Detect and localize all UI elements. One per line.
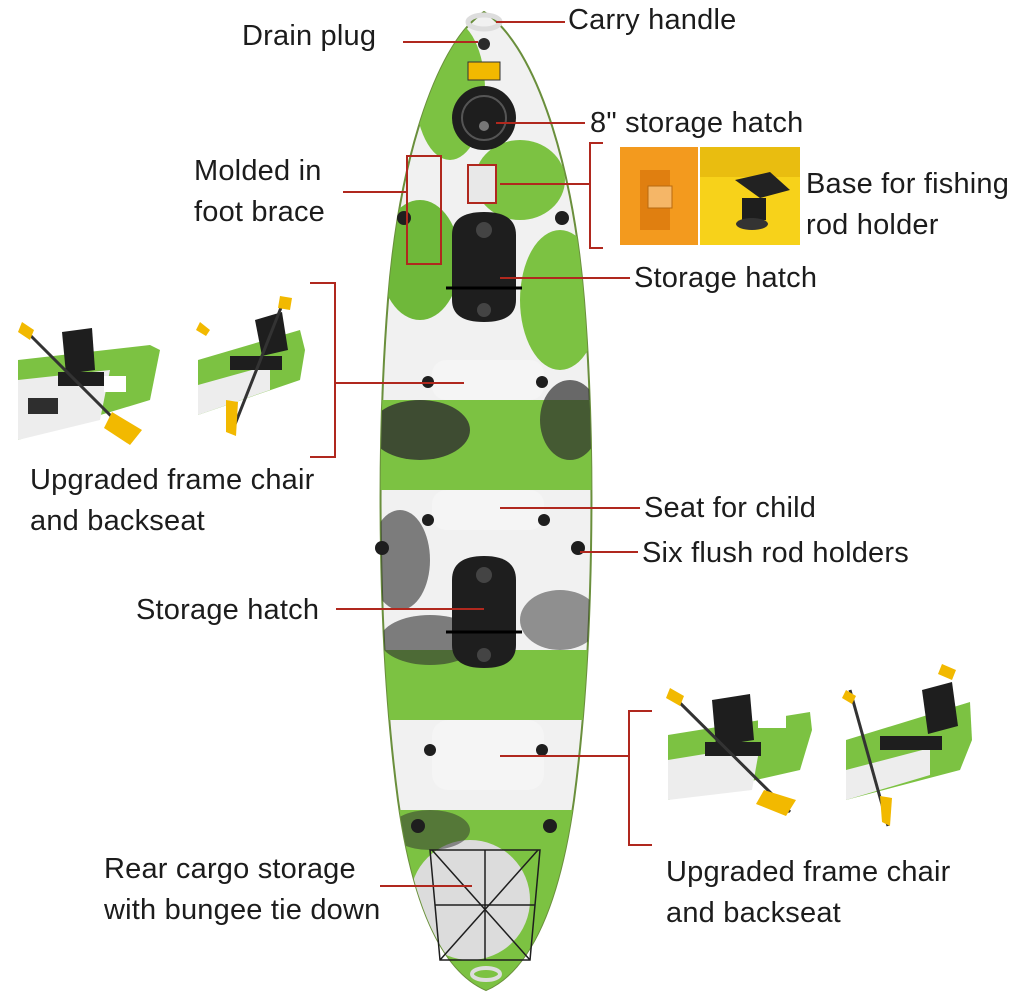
frame-chair-left-label-line2: and backseat — [30, 505, 205, 537]
foot-brace-label-line2: foot brace — [194, 196, 325, 228]
seat-photo-left-2 — [196, 296, 305, 436]
rear-storage-hatch — [446, 556, 522, 668]
drain-plug-label: Drain plug — [242, 20, 377, 52]
frame-chair-left-label-line1: Upgraded frame chair — [30, 464, 315, 496]
foot-brace-label-line1: Molded in — [194, 155, 322, 187]
round-storage-hatch — [452, 86, 516, 150]
leader-lines — [310, 21, 652, 887]
flush-rod-holders-label: Six flush rod holders — [642, 537, 909, 569]
foot-brace-label: Molded in foot brace — [194, 151, 325, 233]
rear-cargo-label: Rear cargo storage with bungee tie down — [104, 849, 380, 931]
frame-chair-left-label: Upgraded frame chair and backseat — [30, 460, 314, 542]
rear-storage-hatch-label: Storage hatch — [136, 594, 320, 626]
rod-holder-base-label-line2: rod holder — [806, 209, 939, 241]
bungee-tie-down — [429, 849, 541, 961]
bow-label-sticker — [467, 61, 501, 81]
stern-handle-icon — [470, 966, 502, 982]
rod-holder-base-plate — [467, 164, 497, 204]
rod-holder-photos — [620, 147, 800, 245]
front-storage-hatch-label: Storage hatch — [634, 262, 818, 294]
frame-chair-right-label-line1: Upgraded frame chair — [666, 856, 951, 888]
rod-holder-base-label-line1: Base for fishing — [806, 168, 1010, 200]
seat-photo-right-2 — [842, 664, 972, 827]
seat-photo-right-1 — [666, 688, 812, 816]
frame-chair-right-label-line2: and backseat — [666, 897, 841, 929]
flush-rod-holders — [375, 211, 585, 833]
rear-cargo-label-line2: with bungee tie down — [104, 894, 381, 926]
rod-holder-base-label: Base for fishing rod holder — [806, 164, 1009, 246]
drain-plug-icon — [478, 38, 490, 50]
seat-for-child-label: Seat for child — [644, 492, 817, 524]
carry-handle-label: Carry handle — [568, 4, 737, 36]
seat-photo-left-1 — [18, 322, 160, 445]
round-storage-hatch-label: 8" storage hatch — [590, 107, 804, 139]
rear-cargo-label-line1: Rear cargo storage — [104, 853, 356, 885]
foot-brace-marker — [406, 155, 442, 265]
front-storage-hatch — [446, 212, 522, 322]
frame-chair-right-label: Upgraded frame chair and backseat — [666, 852, 950, 934]
